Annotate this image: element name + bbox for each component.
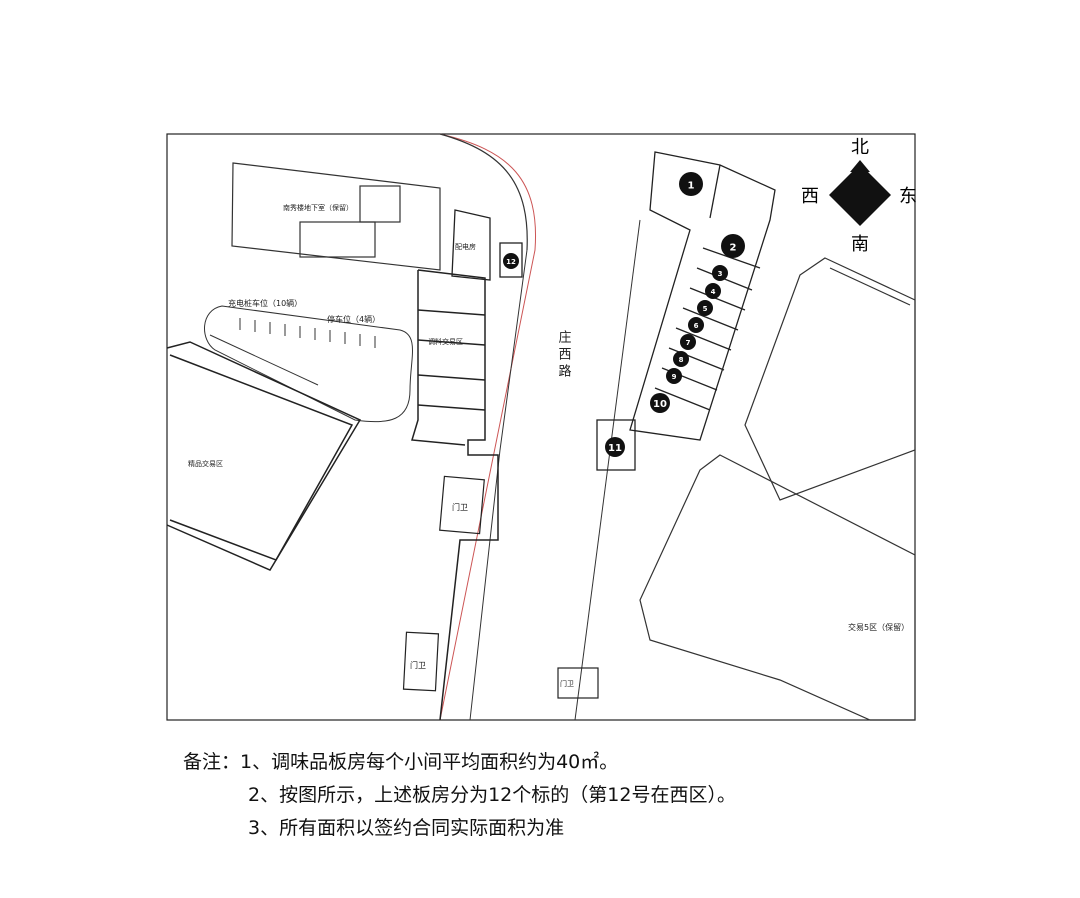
stall-marker-1 [679, 172, 703, 196]
label-basement: 南秀楼地下室（保留） [283, 203, 353, 212]
stall-marker-10 [650, 393, 670, 413]
stall-marker-11 [605, 437, 625, 457]
note-line-3: 3、所有面积以签约合同实际面积为准 [248, 817, 565, 839]
stall-marker-8 [673, 351, 689, 367]
stall-strip [629, 151, 776, 441]
compass-north: 北 [851, 137, 869, 158]
stall-label-5: 5 [703, 305, 708, 313]
label-bike-parking: 停车位（4辆） [327, 314, 380, 324]
stall-12-room [499, 242, 523, 278]
compass-icon [829, 160, 891, 226]
compass-south: 南 [851, 234, 869, 255]
label-gate-3: 门卫 [560, 679, 574, 688]
gate-house-1 [439, 475, 485, 535]
stall-label-11: 11 [608, 443, 622, 454]
stall-label-3: 3 [718, 270, 723, 278]
stall-marker-7 [680, 334, 696, 350]
stall-label-2: 2 [730, 243, 737, 254]
fine-goods-area [166, 341, 362, 571]
basement-building [231, 162, 441, 271]
gate-house-2 [402, 631, 440, 692]
east-buildings [639, 257, 916, 721]
note-line-2: 2、按图所示，上述板房分为12个标的（第12号在西区）。 [248, 784, 736, 806]
notes-block: 备注：1、调味品板房每个小间平均面积约为40㎡。 2、按图所示，上述板房分为12… [183, 746, 736, 845]
power-room [451, 209, 491, 281]
stall-marker-3 [712, 265, 728, 281]
stall-label-12: 12 [506, 258, 516, 266]
road-edge-west [439, 133, 537, 721]
stall-marker-2 [721, 234, 745, 258]
stall-label-9: 9 [672, 373, 677, 381]
label-trade-zone5: 交易5区（保留） [848, 622, 909, 632]
seasoning-block [411, 269, 499, 721]
stall-label-6: 6 [694, 322, 699, 330]
label-road: 庄 西 路 [556, 329, 572, 377]
stall-marker-12 [503, 253, 519, 269]
note-line-1: 备注：1、调味品板房每个小间平均面积约为40㎡。 [183, 751, 619, 773]
stall-label-10: 10 [653, 399, 667, 410]
label-power-room: 配电房 [455, 242, 476, 251]
parking-lot [204, 305, 413, 423]
stall-11-room [596, 419, 636, 471]
stall-marker-9 [666, 368, 682, 384]
label-fine-goods-area: 精品交易区 [188, 459, 223, 468]
stall-label-7: 7 [686, 339, 691, 347]
gate-house-3 [557, 667, 599, 699]
stall-marker-6 [688, 317, 704, 333]
stall-label-4: 4 [711, 288, 716, 296]
map-frame [166, 133, 916, 721]
compass-west: 西 [801, 186, 819, 207]
label-seasoning-area: 调料交易区 [428, 337, 463, 346]
compass-east: 东 [899, 186, 917, 207]
label-gate-1: 门卫 [452, 502, 468, 512]
stall-label-1: 1 [688, 181, 695, 192]
stall-marker-5 [697, 300, 713, 316]
stall-label-8: 8 [679, 356, 684, 364]
stall-marker-4 [705, 283, 721, 299]
label-gate-2: 门卫 [410, 660, 426, 670]
label-car-parking: 充电桩车位（10辆） [228, 298, 302, 308]
